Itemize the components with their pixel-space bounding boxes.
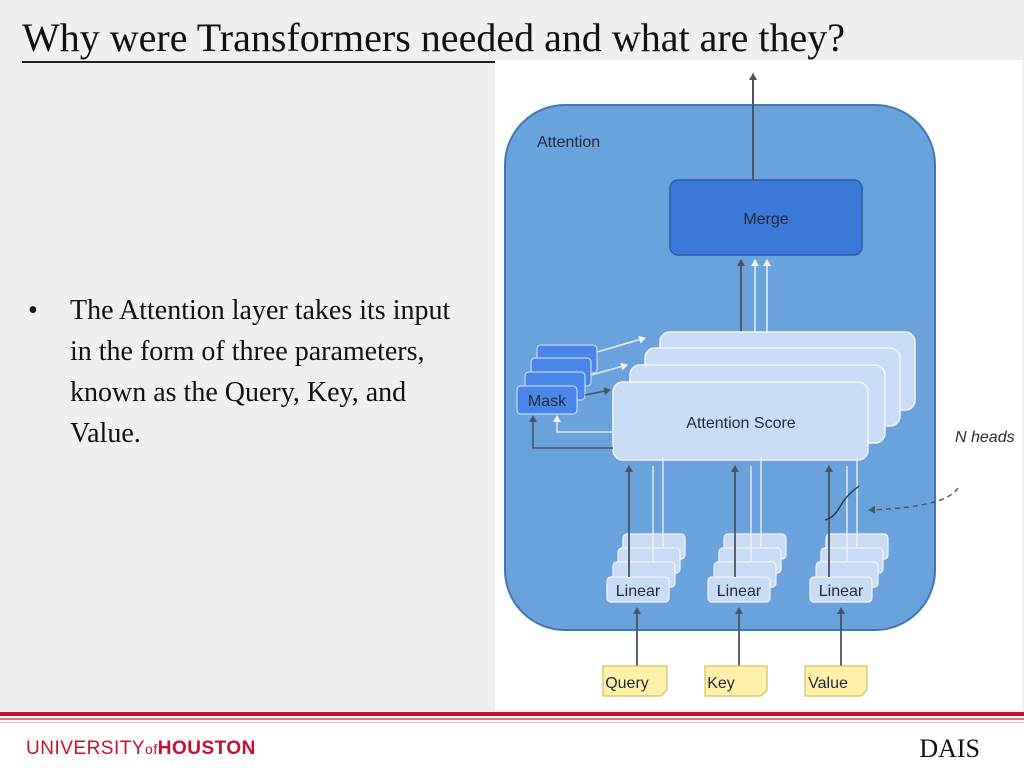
attention-score-label: Attention Score	[686, 415, 796, 432]
linear-block-key	[707, 576, 771, 603]
mask-to-score-arrow	[590, 362, 628, 376]
linear-stack-key: Linear	[707, 533, 787, 603]
mask-label: Mask	[528, 393, 567, 410]
attention-diagram-svg: Attention Merge Attention Score Mask	[504, 73, 1015, 697]
bullet-item: • The Attention layer takes its input in…	[28, 290, 468, 454]
linear-block-value	[809, 576, 873, 603]
footer-rule	[0, 712, 1024, 716]
linear-label-key: Linear	[717, 583, 762, 600]
attention-block-label: Attention	[537, 134, 600, 151]
value-input-label: Value	[808, 675, 848, 692]
lab-label: DAIS	[919, 734, 980, 763]
score-to-mask-arrow-2	[553, 415, 613, 433]
mask-to-score-arrow	[584, 387, 611, 396]
key-input: Key	[704, 665, 768, 697]
university-logo: UNIVERSITYofHOUSTON	[26, 738, 256, 760]
n-heads-label: N heads	[955, 429, 1015, 446]
value-input: Value	[804, 665, 868, 697]
merge-block	[669, 179, 863, 256]
bullet-text: The Attention layer takes its input in t…	[70, 295, 451, 449]
merge-label: Merge	[743, 211, 788, 228]
linear-label-query: Linear	[616, 583, 661, 600]
attention-score-block	[612, 381, 869, 461]
linear-block-query	[606, 576, 670, 603]
footer-rule-3	[0, 722, 1024, 723]
query-input-label: Query	[605, 675, 649, 692]
footer	[0, 712, 1024, 768]
logo-of: of	[145, 741, 158, 757]
logo-university: UNIVERSITY	[26, 738, 146, 759]
logo-houston: HOUSTON	[157, 738, 256, 759]
footer-rule-2	[0, 718, 1024, 720]
linear-label-value: Linear	[819, 583, 864, 600]
slide-title: Why were Transformers needed and what ar…	[22, 15, 846, 60]
key-input-label: Key	[707, 675, 735, 692]
bullet-marker: •	[28, 295, 38, 326]
heads-pointer	[868, 487, 959, 514]
score-to-mask-arrow	[529, 415, 613, 449]
mask-block	[516, 385, 578, 415]
query-input: Query	[602, 665, 668, 697]
title-underline	[22, 61, 960, 63]
mask-to-score-arrow	[596, 335, 646, 353]
linear-stack-value: Linear	[809, 533, 889, 603]
heads-brace	[824, 485, 860, 521]
attention-diagram: Attention Merge Attention Score Mask	[495, 60, 1022, 710]
